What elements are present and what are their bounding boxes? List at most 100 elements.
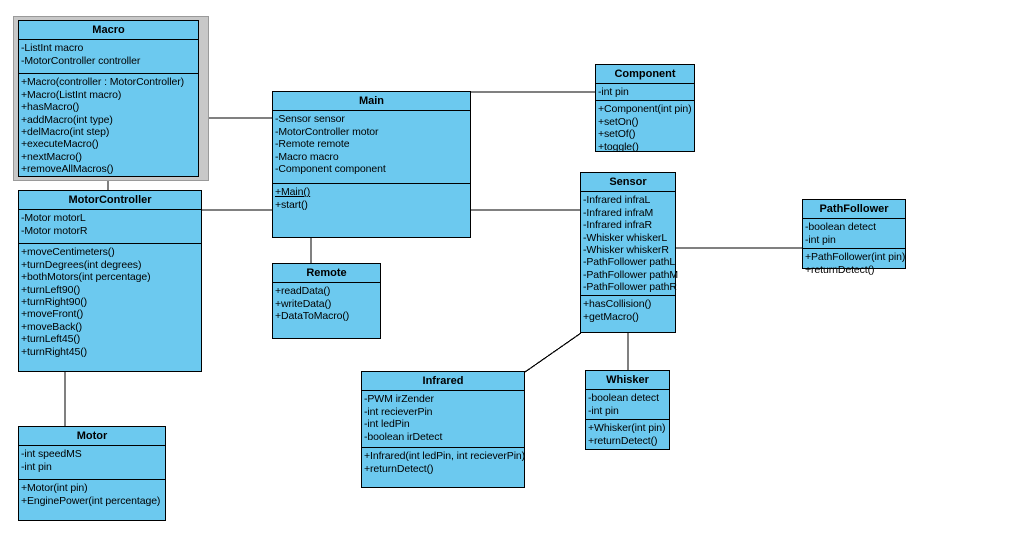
class-box-whisker[interactable]: Whisker -boolean detect -int pin +Whiske… [585, 370, 670, 450]
methods-macro: +Macro(controller : MotorController) +Ma… [19, 74, 198, 177]
class-box-infrared[interactable]: Infrared -PWM irZender -int recieverPin … [361, 371, 525, 488]
method-row: +toggle() [598, 140, 639, 153]
method-row: +PathFollower(int pin) [805, 251, 906, 264]
method-row: +returnDetect() [588, 434, 658, 447]
attributes-macro: -ListInt macro -MotorController controll… [19, 40, 198, 75]
class-name-macro: Macro [19, 21, 198, 41]
methods-main: +Main() +start() [273, 184, 470, 213]
method-row: +delMacro(int step) [21, 126, 110, 139]
method-row: +Component(int pin) [598, 103, 692, 116]
attribute-row: -PathFollower pathL [583, 256, 676, 269]
attribute-row: -int pin [598, 86, 629, 99]
class-box-main[interactable]: Main -Sensor sensor -MotorController mot… [272, 91, 471, 238]
method-row: +start() [275, 198, 308, 211]
attribute-row: -Component component [275, 163, 386, 176]
attribute-row: -MotorController controller [21, 54, 141, 67]
attribute-row: -boolean detect [588, 392, 659, 405]
attribute-row: -Infrared infraR [583, 219, 653, 232]
method-row: +hasCollision() [583, 298, 652, 311]
attribute-row: -Whisker whiskerR [583, 244, 669, 257]
link-sensor-infrared [524, 332, 582, 373]
method-row: +Infrared(int ledPin, int recieverPin) [364, 450, 526, 463]
attribute-row: -Macro macro [275, 150, 339, 163]
class-box-macro[interactable]: Macro -ListInt macro -MotorController co… [18, 20, 199, 177]
attribute-row: -boolean detect [805, 221, 876, 234]
method-row: +bothMotors(int percentage) [21, 271, 151, 284]
attribute-row: -Motor motorL [21, 212, 86, 225]
method-row: +Motor(int pin) [21, 482, 88, 495]
attribute-row: -Remote remote [275, 138, 350, 151]
class-name-main: Main [273, 92, 470, 112]
attribute-row: -Infrared infraL [583, 194, 651, 207]
attributes-component: -int pin [596, 84, 694, 102]
method-row: +nextMacro() [21, 150, 82, 163]
attribute-row: -int pin [21, 460, 52, 473]
attributes-motor: -int speedMS -int pin [19, 446, 165, 481]
class-name-whisker: Whisker [586, 371, 669, 391]
attributes-sensor: -Infrared infraL -Infrared infraM -Infra… [581, 192, 678, 297]
attributes-pathfollower: -boolean detect -int pin [803, 219, 905, 250]
method-row: +moveFront() [21, 308, 84, 321]
methods-infrared: +Infrared(int ledPin, int recieverPin) +… [362, 448, 526, 477]
method-row-static: +Main() [275, 186, 311, 199]
attributes-whisker: -boolean detect -int pin [586, 390, 669, 421]
method-row: +hasMacro() [21, 101, 80, 114]
methods-component: +Component(int pin) +setOn() +setOf() +t… [596, 101, 694, 155]
class-name-motor: Motor [19, 427, 165, 447]
class-name-sensor: Sensor [581, 173, 675, 193]
attributes-motorcontroller: -Motor motorL -Motor motorR [19, 210, 201, 245]
class-name-pathfollower: PathFollower [803, 200, 905, 220]
method-row: +EnginePower(int percentage) [21, 494, 161, 507]
attribute-row: -boolean irDetect [364, 430, 443, 443]
method-row: +executeMacro() [21, 138, 99, 151]
attribute-row: -Infrared infraM [583, 206, 654, 219]
attribute-row: -int ledPin [364, 418, 410, 431]
method-row: +returnDetect() [364, 462, 434, 475]
attribute-row: -Motor motorR [21, 224, 88, 237]
method-row: +addMacro(int type) [21, 113, 113, 126]
attribute-row: -ListInt macro [21, 42, 84, 55]
method-row: +DataToMacro() [275, 310, 350, 323]
method-row: +readData() [275, 285, 331, 298]
method-row: +Macro(controller : MotorController) [21, 76, 184, 89]
methods-whisker: +Whisker(int pin) +returnDetect() [586, 420, 669, 449]
attribute-row: -PWM irZender [364, 393, 434, 406]
attribute-row: -int pin [805, 233, 836, 246]
method-row: +getMacro() [583, 310, 639, 323]
class-box-motor[interactable]: Motor -int speedMS -int pin +Motor(int p… [18, 426, 166, 521]
attribute-row: -Sensor sensor [275, 113, 345, 126]
class-box-motorcontroller[interactable]: MotorController -Motor motorL -Motor mot… [18, 190, 202, 372]
method-row: +turnRight45() [21, 345, 88, 358]
class-box-component[interactable]: Component -int pin +Component(int pin) +… [595, 64, 695, 155]
attribute-row: -int pin [588, 404, 619, 417]
method-row: +moveCentimeters() [21, 246, 115, 259]
attribute-row: -PathFollower pathR [583, 281, 677, 294]
attribute-row: -MotorController motor [275, 125, 379, 138]
class-box-remote[interactable]: Remote +readData() +writeData() +DataToM… [272, 263, 381, 339]
methods-motorcontroller: +moveCentimeters() +turnDegrees(int degr… [19, 244, 201, 360]
method-row: +turnDegrees(int degrees) [21, 258, 142, 271]
methods-sensor: +hasCollision() +getMacro() [581, 296, 675, 325]
method-row: +moveBack() [21, 320, 83, 333]
class-name-infrared: Infrared [362, 372, 524, 392]
method-row: +setOn() [598, 115, 639, 128]
methods-remote: +readData() +writeData() +DataToMacro() [273, 283, 380, 324]
attributes-main: -Sensor sensor -MotorController motor -R… [273, 111, 470, 185]
attributes-infrared: -PWM irZender -int recieverPin -int ledP… [362, 391, 524, 449]
method-row: +Macro(ListInt macro) [21, 88, 122, 101]
class-box-sensor[interactable]: Sensor -Infrared infraL -Infrared infraM… [580, 172, 678, 333]
method-row: +turnLeft90() [21, 283, 81, 296]
method-row: +removeAllMacros() [21, 163, 114, 176]
method-row: +writeData() [275, 297, 332, 310]
attribute-row: -int recieverPin [364, 405, 433, 418]
method-row: +Whisker(int pin) [588, 422, 666, 435]
method-row: +turnRight90() [21, 296, 88, 309]
attribute-row: -int speedMS [21, 448, 82, 461]
class-name-component: Component [596, 65, 694, 85]
attribute-row: -Whisker whiskerL [583, 231, 668, 244]
class-box-pathfollower[interactable]: PathFollower -boolean detect -int pin +P… [802, 199, 906, 276]
method-row: +setOf() [598, 128, 636, 141]
class-name-remote: Remote [273, 264, 380, 284]
methods-motor: +Motor(int pin) +EnginePower(int percent… [19, 480, 165, 509]
